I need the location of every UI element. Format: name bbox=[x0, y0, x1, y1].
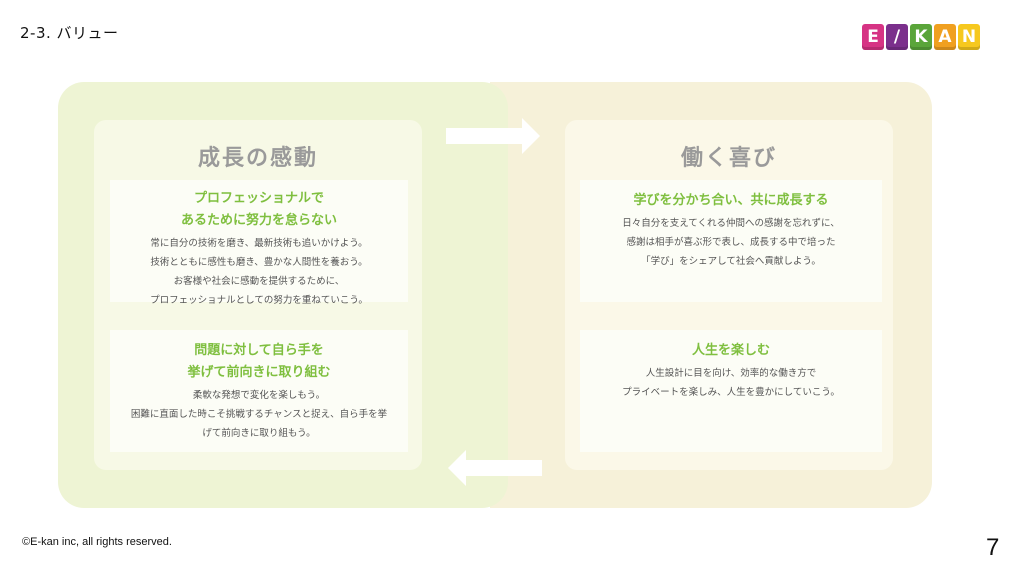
right-item-2-body-1: 人生設計に目を向け、効率的な働き方で bbox=[645, 368, 817, 379]
page-number: 7 bbox=[986, 534, 1000, 561]
left-item-1-body-1: 常に自分の技術を磨き、最新技術も追いかけよう。 bbox=[150, 238, 368, 249]
copyright-text: ©E-kan inc, all rights reserved. bbox=[22, 536, 172, 548]
left-item-2-heading-1: 問題に対して自ら手を bbox=[194, 343, 324, 358]
arrow-left-icon bbox=[448, 450, 542, 486]
left-item-2-heading-2: 挙げて前向きに取り組む bbox=[187, 365, 331, 380]
left-item-2-body-2: 困難に直面した時こそ挑戦するチャンスと捉え、自ら手を挙 bbox=[130, 409, 388, 420]
left-card-title: 成長の感動 bbox=[197, 146, 318, 171]
left-item-1-heading-1: プロフェッショナルで bbox=[193, 191, 324, 206]
right-card-title: 働く喜び bbox=[680, 146, 777, 171]
left-item-2-body-1: 柔軟な発想で変化を楽しもう。 bbox=[192, 390, 326, 401]
right-item-2-body-2: プライベートを楽しみ、人生を豊かにしていこう。 bbox=[622, 387, 840, 398]
left-item-1: プロフェッショナルで あるために努力を怠らない 常に自分の技術を磨き、最新技術も… bbox=[110, 180, 408, 306]
right-item-2: 人生を楽しむ 人生設計に目を向け、効率的な働き方で プライベートを楽しみ、人生を… bbox=[580, 330, 882, 452]
logo-letter-a: A bbox=[934, 24, 956, 50]
left-item-1-body-3: お客様や社会に感動を提供するために、 bbox=[173, 276, 345, 287]
logo-letter-slash: / bbox=[886, 24, 908, 50]
logo-letter-n: N bbox=[958, 24, 980, 50]
right-item-1-heading: 学びを分かち合い、共に成長する bbox=[633, 193, 829, 208]
logo-letter-e: E bbox=[862, 24, 884, 50]
right-item-1: 学びを分かち合い、共に成長する 日々自分を支えてくれる仲間への感謝を忘れずに、 … bbox=[580, 180, 882, 302]
arrow-right-icon bbox=[446, 118, 540, 154]
left-item-2: 問題に対して自ら手を 挙げて前向きに取り組む 柔軟な発想で変化を楽しもう。 困難… bbox=[110, 330, 408, 452]
company-logo: E / K A N bbox=[862, 24, 980, 52]
right-item-2-heading: 人生を楽しむ bbox=[691, 343, 770, 358]
left-item-2-body-3: げて前向きに取り組もう。 bbox=[202, 428, 316, 439]
slide-title: 2-3. バリュー bbox=[20, 24, 119, 42]
left-item-1-body-2: 技術とともに感性も磨き、豊かな人間性を養おう。 bbox=[150, 257, 368, 268]
logo-letter-k: K bbox=[910, 24, 932, 50]
left-item-1-heading-2: あるために努力を怠らない bbox=[180, 213, 337, 228]
right-item-1-body-2: 感謝は相手が喜ぶ形で表し、成長する中で培った bbox=[626, 237, 836, 248]
right-item-1-body-1: 日々自分を支えてくれる仲間への感謝を忘れずに、 bbox=[622, 218, 840, 229]
right-item-1-body-3: 「学び」をシェアして社会へ貢献しよう。 bbox=[641, 256, 821, 267]
left-item-1-body-4: プロフェッショナルとしての努力を重ねていこう。 bbox=[150, 295, 368, 306]
